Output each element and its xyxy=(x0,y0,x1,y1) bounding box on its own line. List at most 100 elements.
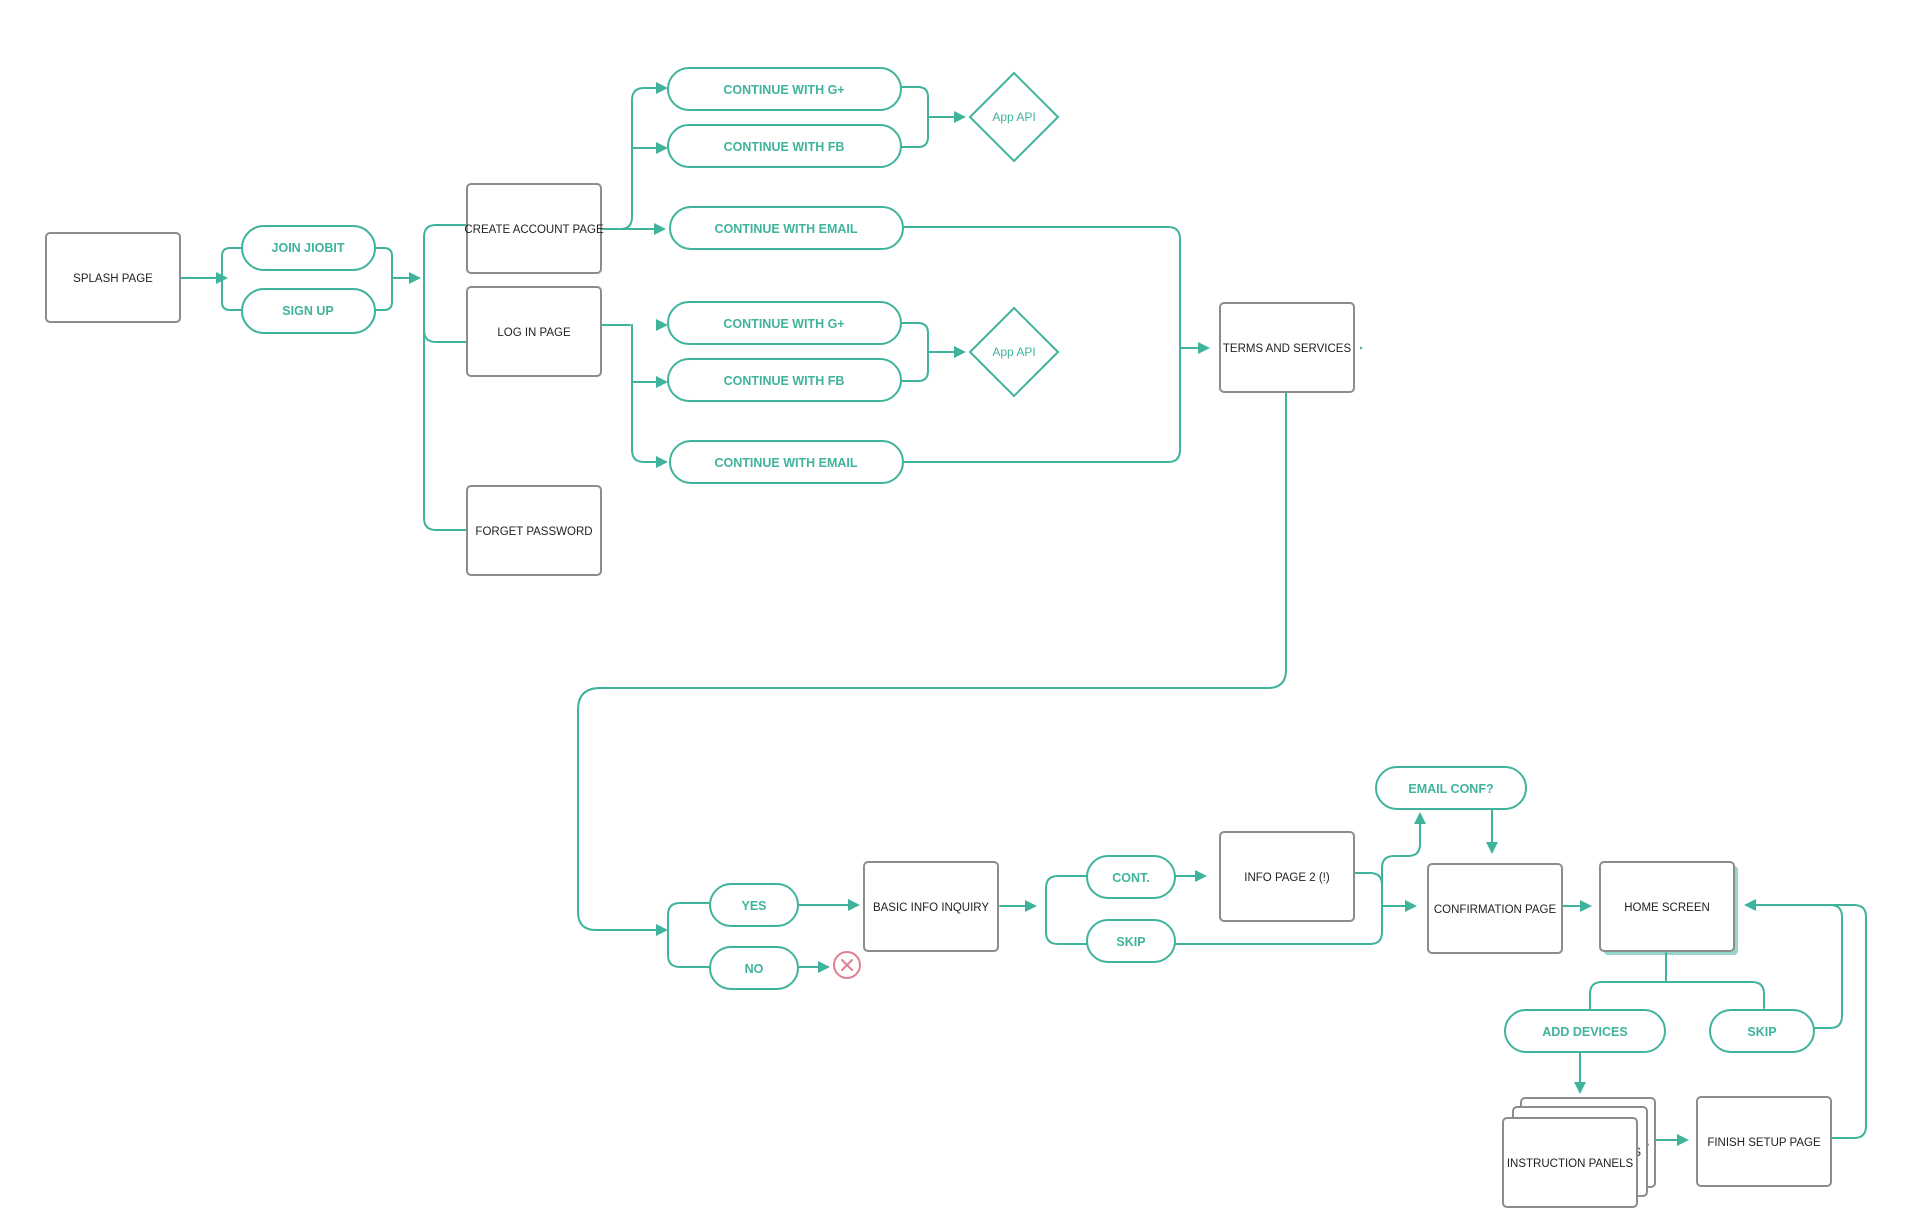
action-login-google-label: CONTINUE WITH G+ xyxy=(723,317,844,331)
arrow-to-info2 xyxy=(1195,870,1207,882)
page-splash[interactable]: SPLASH PAGE xyxy=(45,232,181,323)
connector-home-fanout xyxy=(1589,952,1765,1031)
arrow-to-home xyxy=(1580,900,1592,912)
page-create-account-label: CREATE ACCOUNT PAGE xyxy=(464,224,604,236)
arrow-to-login-fb xyxy=(656,376,668,388)
page-log-in[interactable]: LOG IN PAGE xyxy=(466,286,602,377)
page-instruction-panels-label: INSTRUCTION PANELS xyxy=(1507,1158,1634,1170)
arrow-to-yes-no xyxy=(656,924,668,936)
action-skip-home-label: SKIP xyxy=(1747,1025,1776,1039)
arrowheads xyxy=(216,82,1756,1146)
action-create-google[interactable]: CONTINUE WITH G+ xyxy=(667,67,902,111)
action-sign-up-label: SIGN UP xyxy=(282,304,333,318)
arrow-to-reject xyxy=(818,961,830,973)
decision-app-api-login-label: App API xyxy=(992,345,1035,359)
action-yes[interactable]: YES xyxy=(709,883,799,927)
connector-create-fanout xyxy=(599,87,661,230)
action-login-facebook[interactable]: CONTINUE WITH FB xyxy=(667,358,902,402)
arrow-to-instructions xyxy=(1574,1082,1586,1094)
terms-dot-marker xyxy=(1359,346,1363,350)
page-basic-info[interactable]: BASIC INFO INQUIRY xyxy=(863,861,999,952)
bracket-yes-no xyxy=(667,902,711,968)
bracket-cont-skip xyxy=(1045,875,1088,945)
arrow-to-emailconf xyxy=(1414,812,1426,824)
arrow-to-signup xyxy=(216,272,228,284)
arrow-to-login-email xyxy=(656,456,668,468)
action-email-conf-label: EMAIL CONF? xyxy=(1408,782,1493,796)
action-login-email-label: CONTINUE WITH EMAIL xyxy=(714,456,857,470)
page-create-account[interactable]: CREATE ACCOUNT PAGE xyxy=(464,183,604,274)
connector-finish-to-home xyxy=(1751,904,1867,1139)
arrow-to-basic xyxy=(848,899,860,911)
arrow-to-create-email xyxy=(654,223,666,235)
action-add-devices[interactable]: ADD DEVICES xyxy=(1504,1009,1666,1053)
action-create-email[interactable]: CONTINUE WITH EMAIL xyxy=(669,206,904,250)
arrow-to-login-api xyxy=(954,346,966,358)
connector-skip-to-home xyxy=(1809,904,1843,1029)
page-info-2[interactable]: INFO PAGE 2 (!) xyxy=(1219,831,1355,922)
action-yes-label: YES xyxy=(741,899,766,913)
action-cont[interactable]: CONT. xyxy=(1086,855,1176,899)
arrow-back-to-home xyxy=(1744,899,1756,911)
arrow-to-confirm xyxy=(1405,900,1417,912)
page-finish-setup[interactable]: FINISH SETUP PAGE xyxy=(1696,1096,1832,1187)
page-forget-password[interactable]: FORGET PASSWORD xyxy=(466,485,602,576)
connector-fan-pages xyxy=(423,224,468,531)
action-join[interactable]: JOIN JIOBIT xyxy=(241,225,376,271)
instruction-panel-front xyxy=(1502,1117,1638,1208)
page-info-2-label: INFO PAGE 2 (!) xyxy=(1244,872,1330,884)
action-add-devices-label: ADD DEVICES xyxy=(1542,1025,1627,1039)
action-create-google-label: CONTINUE WITH G+ xyxy=(723,83,844,97)
action-cont-label: CONT. xyxy=(1112,871,1150,885)
page-splash-label: SPLASH PAGE xyxy=(73,273,153,285)
bracket-create-social xyxy=(895,86,958,148)
action-skip-info-label: SKIP xyxy=(1116,935,1145,949)
action-no[interactable]: NO xyxy=(709,946,799,990)
arrow-to-pages xyxy=(409,272,421,284)
action-join-label: JOIN JIOBIT xyxy=(272,241,345,255)
action-login-facebook-label: CONTINUE WITH FB xyxy=(724,374,845,388)
page-forget-password-label: FORGET PASSWORD xyxy=(475,526,592,538)
page-terms[interactable]: TERMS AND SERVICES xyxy=(1219,302,1355,393)
arrow-to-cont-skip xyxy=(1025,900,1037,912)
connector-terms-to-basic xyxy=(577,392,1287,931)
connector-login-email-to-terms xyxy=(902,347,1205,463)
arrow-to-login-g xyxy=(656,319,668,331)
action-sign-up[interactable]: SIGN UP xyxy=(241,288,376,334)
page-home[interactable]: HOME SCREEN xyxy=(1599,861,1738,955)
action-create-email-label: CONTINUE WITH EMAIL xyxy=(714,222,857,236)
arrow-to-create-fb xyxy=(656,142,668,154)
page-log-in-label: LOG IN PAGE xyxy=(497,327,571,339)
bracket-join-signup-right xyxy=(374,247,393,311)
connector-create-email-to-terms xyxy=(902,226,1181,349)
action-login-email[interactable]: CONTINUE WITH EMAIL xyxy=(669,440,904,484)
page-confirmation[interactable]: CONFIRMATION PAGE xyxy=(1427,863,1563,954)
action-email-conf[interactable]: EMAIL CONF? xyxy=(1375,766,1527,810)
arrow-emailconf-down xyxy=(1486,842,1498,854)
connector-info2-to-emailconf xyxy=(1381,821,1421,886)
decision-app-api-create-label: App API xyxy=(992,110,1035,124)
action-create-facebook[interactable]: CONTINUE WITH FB xyxy=(667,124,902,168)
decision-app-api-create[interactable]: App API xyxy=(968,71,1060,163)
page-terms-label: TERMS AND SERVICES xyxy=(1223,343,1352,355)
arrow-to-create-g xyxy=(656,82,668,94)
arrow-to-terms xyxy=(1198,342,1210,354)
page-home-label: HOME SCREEN xyxy=(1624,902,1710,914)
page-finish-setup-label: FINISH SETUP PAGE xyxy=(1707,1137,1821,1149)
action-skip-info[interactable]: SKIP xyxy=(1086,919,1176,963)
action-skip-home[interactable]: SKIP xyxy=(1709,1009,1815,1053)
connectors xyxy=(179,86,1867,1141)
arrow-to-finish xyxy=(1677,1134,1689,1146)
close-circle-icon xyxy=(833,951,861,979)
page-instruction-panels-stack[interactable]: S S INSTRUCTION PANELS xyxy=(1502,1097,1656,1208)
page-basic-info-label: BASIC INFO INQUIRY xyxy=(873,902,989,914)
page-confirmation-label: CONFIRMATION PAGE xyxy=(1434,904,1557,916)
action-no-label: NO xyxy=(745,962,764,976)
decision-app-api-login[interactable]: App API xyxy=(968,306,1060,398)
action-create-facebook-label: CONTINUE WITH FB xyxy=(724,140,845,154)
action-login-google[interactable]: CONTINUE WITH G+ xyxy=(667,301,902,345)
bracket-login-social xyxy=(895,322,958,382)
arrow-to-create-api xyxy=(954,111,966,123)
connector-login-fanout xyxy=(599,324,661,463)
